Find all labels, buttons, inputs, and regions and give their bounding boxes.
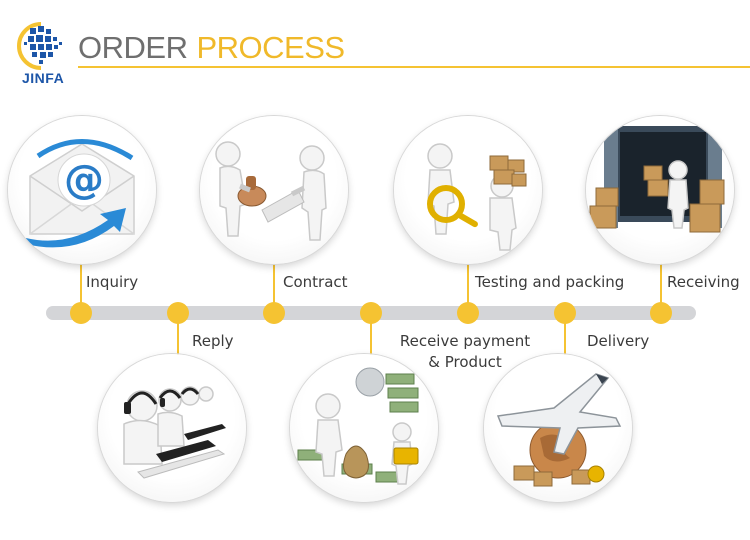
- headset-operators-icon: [123, 386, 226, 479]
- logo-text: JINFA: [22, 70, 65, 86]
- illustration-testing: [394, 116, 542, 264]
- timeline-stem-contract: [273, 262, 275, 314]
- svg-text:@: @: [64, 157, 104, 203]
- timeline-dot-delivery: [554, 302, 576, 324]
- airplane-globe-icon: [496, 373, 622, 487]
- container-boxes-icon: [589, 124, 725, 233]
- step-label-inquiry: Inquiry: [86, 273, 139, 291]
- illustration-contract: [200, 116, 348, 264]
- timeline-dot-payment: [360, 302, 382, 324]
- timeline-dot-receiving: [650, 302, 672, 324]
- step-label-reply: Reply: [192, 332, 234, 350]
- timeline-stem-inquiry: [80, 262, 82, 314]
- email-at-icon: @: [26, 139, 135, 248]
- timeline-stem-payment: [370, 313, 372, 357]
- timeline-dot-testing: [457, 302, 479, 324]
- illustration-inquiry: @: [8, 116, 156, 264]
- timeline-stem-testing: [467, 262, 469, 314]
- money-bags-icon: [297, 367, 419, 485]
- illustration-payment: [290, 354, 438, 502]
- title-word-process: PROCESS: [196, 30, 345, 65]
- timeline-dot-contract: [263, 302, 285, 324]
- magnifier-boxes-icon: [427, 143, 527, 251]
- timeline-dot-reply: [167, 302, 189, 324]
- illustration-receiving: [586, 116, 734, 264]
- logo-mark-icon: [17, 22, 62, 70]
- stamp-handshake-icon: [215, 141, 327, 241]
- step-label-delivery: Delivery: [587, 332, 650, 350]
- jinfa-logo: [10, 18, 72, 90]
- step-label-testing: Testing and packing: [475, 273, 625, 291]
- header-divider: [78, 66, 750, 68]
- step-label-payment: Receive payment & Product: [399, 332, 531, 371]
- title-word-order: ORDER: [78, 30, 188, 65]
- timeline-stem-delivery: [564, 313, 566, 357]
- timeline-stem-reply: [177, 313, 179, 357]
- step-label-contract: Contract: [283, 273, 348, 291]
- illustration-reply: [98, 354, 246, 502]
- timeline-stem-receiving: [660, 262, 662, 314]
- step-label-receiving: Receiving: [667, 273, 740, 291]
- timeline-dot-inquiry: [70, 302, 92, 324]
- illustration-delivery: [484, 354, 632, 502]
